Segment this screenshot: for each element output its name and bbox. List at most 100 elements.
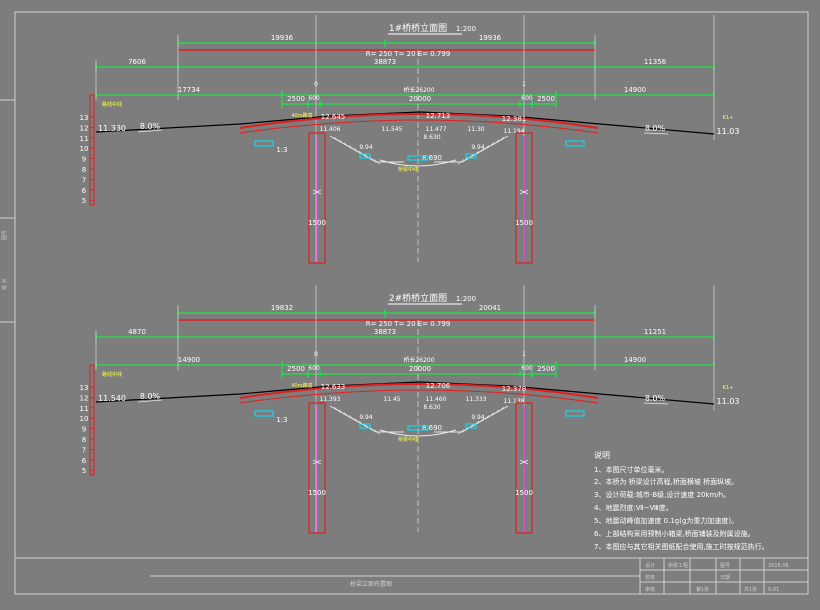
pier-left xyxy=(308,132,326,264)
elevation-label: 11.406 xyxy=(320,126,341,133)
dimension-label: 38873 xyxy=(374,328,396,336)
level-tick-label: 8 xyxy=(82,436,86,444)
hatch-mark xyxy=(338,139,346,146)
dimension-label: 19832 xyxy=(271,304,293,312)
elevation-label: 11.138 xyxy=(504,398,525,405)
abutment-marker xyxy=(254,140,274,147)
title-cell: 桥梁工程 xyxy=(668,562,688,569)
embankment-left xyxy=(329,135,404,163)
hatch-mark xyxy=(492,139,500,146)
misc-label: 桥梁中线 xyxy=(398,436,418,443)
level-tick-label: 7 xyxy=(82,176,86,184)
hatch-mark xyxy=(353,147,361,154)
pier-number: 0 xyxy=(314,81,318,88)
pier-label: 1500 xyxy=(308,489,326,497)
footing xyxy=(465,153,477,159)
hatch-mark xyxy=(487,412,495,418)
hatch-mark xyxy=(338,409,346,416)
embankment-right xyxy=(434,405,509,433)
title-cell: 图号 xyxy=(720,563,730,569)
hatch-mark xyxy=(333,136,341,143)
deck-top xyxy=(239,113,599,129)
dimension-label: 19936 xyxy=(271,34,294,42)
dimension-label: 14900 xyxy=(624,86,646,94)
embankment-right xyxy=(434,135,509,163)
dimension-label: 14900 xyxy=(624,356,646,364)
curve-params: R= 250 T= 20 E= 0.799 xyxy=(366,320,451,328)
abutment-marker xyxy=(254,410,274,417)
elevation-label: 11.333 xyxy=(466,396,487,403)
elevation-label: 8.690 xyxy=(422,154,442,162)
elevation-label: 11.03 xyxy=(717,397,740,406)
level-tick-label: 6 xyxy=(82,187,87,195)
slope-arrow xyxy=(137,399,163,403)
hatch-mark xyxy=(343,142,351,148)
hatch-mark xyxy=(497,406,505,413)
hatch-mark xyxy=(497,136,505,143)
level-tick-label: 11 xyxy=(80,135,89,143)
level-tick-label: 10 xyxy=(80,145,89,153)
elevation-label: 11.330 xyxy=(98,124,126,133)
note-item: 2、本桥为 桥梁设计高程,桥面横坡 桥面纵坡。 xyxy=(594,477,738,486)
misc-label: 路线中线 xyxy=(102,371,122,378)
pier-right xyxy=(515,402,533,534)
elevation-label: 12.378 xyxy=(502,385,527,393)
elevation-label: 8.630 xyxy=(423,134,440,141)
elevation-label: 9.94 xyxy=(359,144,373,151)
level-tick-label: 9 xyxy=(82,426,86,434)
elevation-label: 11.30 xyxy=(467,126,484,133)
hatch-mark xyxy=(492,409,500,416)
level-tick-label: 5 xyxy=(82,467,86,475)
deck-top xyxy=(239,383,599,399)
title-cell: 日期 xyxy=(720,575,730,581)
note-item: 5、地震动峰值加速度 0.1g(g为重力加速度)。 xyxy=(594,516,738,525)
channel-bottom xyxy=(379,429,457,437)
dimension-label: 11251 xyxy=(644,328,666,336)
slope-label: 8.0% xyxy=(645,124,666,133)
hatch-mark xyxy=(477,147,485,154)
footing xyxy=(359,423,371,429)
level-tick-label: 9 xyxy=(82,156,86,164)
dimension-label: 2500 xyxy=(287,95,305,103)
section-scale: 1:200 xyxy=(456,295,476,303)
slope-arrow xyxy=(137,129,163,133)
dimension-label: 20000 xyxy=(409,95,431,103)
elevation-label: 11.540 xyxy=(98,394,126,403)
channel-marker xyxy=(407,155,429,161)
section-title: 2#桥桥立面图 xyxy=(389,292,447,304)
hatch-mark xyxy=(343,412,351,418)
notes-title: 说明 xyxy=(594,450,610,460)
slope-label: 8.0% xyxy=(645,394,666,403)
footing xyxy=(465,423,477,429)
drawing-name: 桥梁立面布置图 xyxy=(350,580,392,588)
title-block: 桥梁立面布置图 设计 校核 审核 桥梁工程 图号 日期 S-01 2016.06… xyxy=(350,562,789,593)
channel-bottom xyxy=(379,159,457,167)
pier-label: 1500 xyxy=(515,219,533,227)
hatch-mark xyxy=(353,417,361,424)
title-cell: 2016.06 xyxy=(768,563,789,569)
break-mark xyxy=(312,459,322,465)
dimension-label: 14900 xyxy=(178,356,200,364)
margin-label: 校 对 xyxy=(1,278,8,290)
hatch-mark xyxy=(477,417,485,424)
misc-label: 40m路基 xyxy=(291,112,312,119)
pier-label: 1500 xyxy=(515,489,533,497)
misc-label: 桥梁中线 xyxy=(398,166,418,173)
level-tick-label: 12 xyxy=(80,394,89,402)
elevation-label: 11.194 xyxy=(504,128,525,135)
dimension-label: 桥长26200 xyxy=(403,86,434,94)
title-cell: 共1张 xyxy=(744,586,757,593)
elevation-label: 8.690 xyxy=(422,424,442,432)
level-tick-label: 12 xyxy=(80,124,89,132)
elevation-label: 8.630 xyxy=(423,404,440,411)
dimension-label: 7606 xyxy=(128,58,146,66)
level-tick-label: 7 xyxy=(82,446,86,454)
note-item: 3、设计荷载:城市-B级,设计速度 20km/h。 xyxy=(594,490,730,499)
elevation-label: 11.393 xyxy=(320,396,341,403)
dimension-label: 600 xyxy=(521,365,533,372)
hatch-mark xyxy=(462,426,470,432)
sheet-frame xyxy=(0,11,809,595)
